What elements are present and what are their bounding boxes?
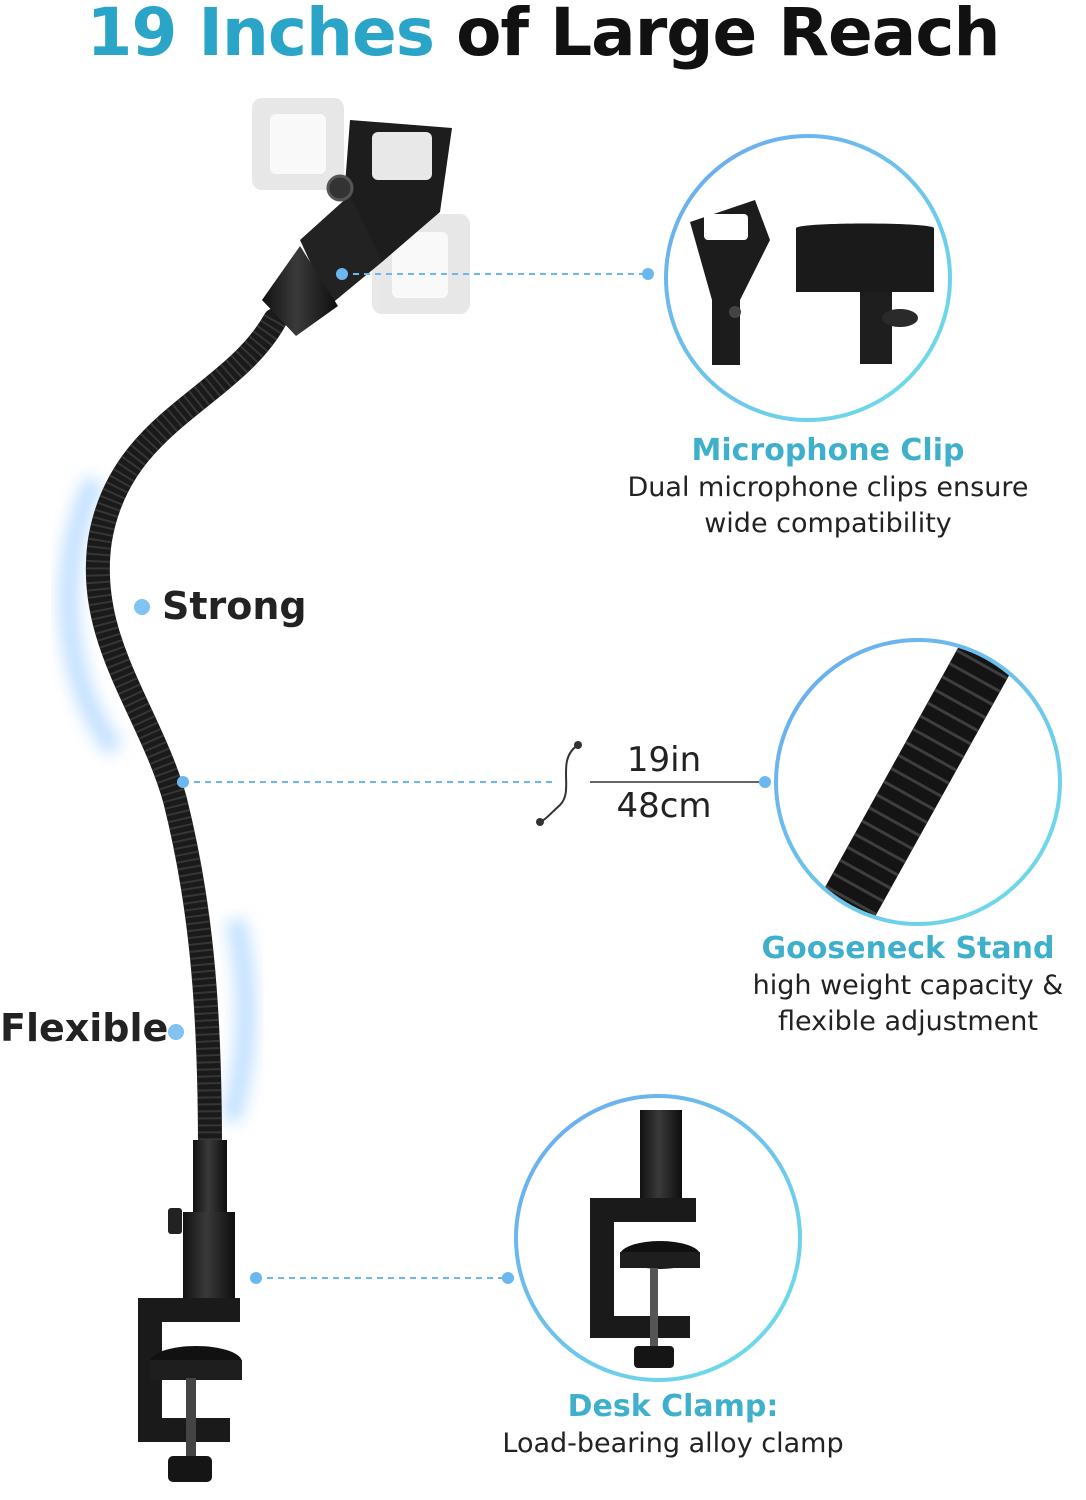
- clip-detail-circle: [664, 134, 952, 422]
- neck-glow: [58, 475, 256, 1124]
- feature-desc-line2: flexible adjustment: [777, 1006, 1039, 1037]
- connector-dots: [134, 268, 771, 1284]
- feature-title: Microphone Clip: [691, 433, 965, 468]
- feature-microphone-clip: Microphone Clip Dual microphone clips en…: [598, 432, 1058, 542]
- feature-desk-clamp: Desk Clamp: Load-bearing alloy clamp: [468, 1388, 878, 1462]
- gooseneck-detail-circle: [774, 638, 1062, 926]
- length-inches: 19in: [626, 740, 702, 780]
- clamp-detail-circle: [514, 1094, 802, 1382]
- connector-lines: [183, 273, 765, 1279]
- feature-gooseneck-stand: Gooseneck Stand high weight capacity & f…: [728, 930, 1086, 1040]
- title-rest: of Large Reach: [456, 0, 1000, 71]
- label-flexible: Flexible: [0, 1006, 169, 1050]
- feature-title: Desk Clamp:: [567, 1389, 779, 1424]
- ghost-clip-left: [252, 98, 344, 190]
- page-title: 19 Inches of Large Reach: [0, 0, 1086, 71]
- feature-desc-line1: Dual microphone clips ensure: [627, 472, 1029, 503]
- feature-desc-line2: wide compatibility: [704, 508, 952, 539]
- feature-desc-line1: high weight capacity &: [752, 970, 1064, 1001]
- label-strong: Strong: [162, 584, 307, 628]
- feature-desc-line1: Load-bearing alloy clamp: [502, 1428, 844, 1459]
- desk-clamp-main: [138, 1140, 242, 1482]
- title-accent: 19 Inches: [86, 0, 436, 71]
- break-squiggle: [539, 744, 579, 823]
- length-cm: 48cm: [616, 786, 712, 826]
- microphone-clip: [262, 120, 452, 336]
- feature-title: Gooseneck Stand: [761, 931, 1055, 966]
